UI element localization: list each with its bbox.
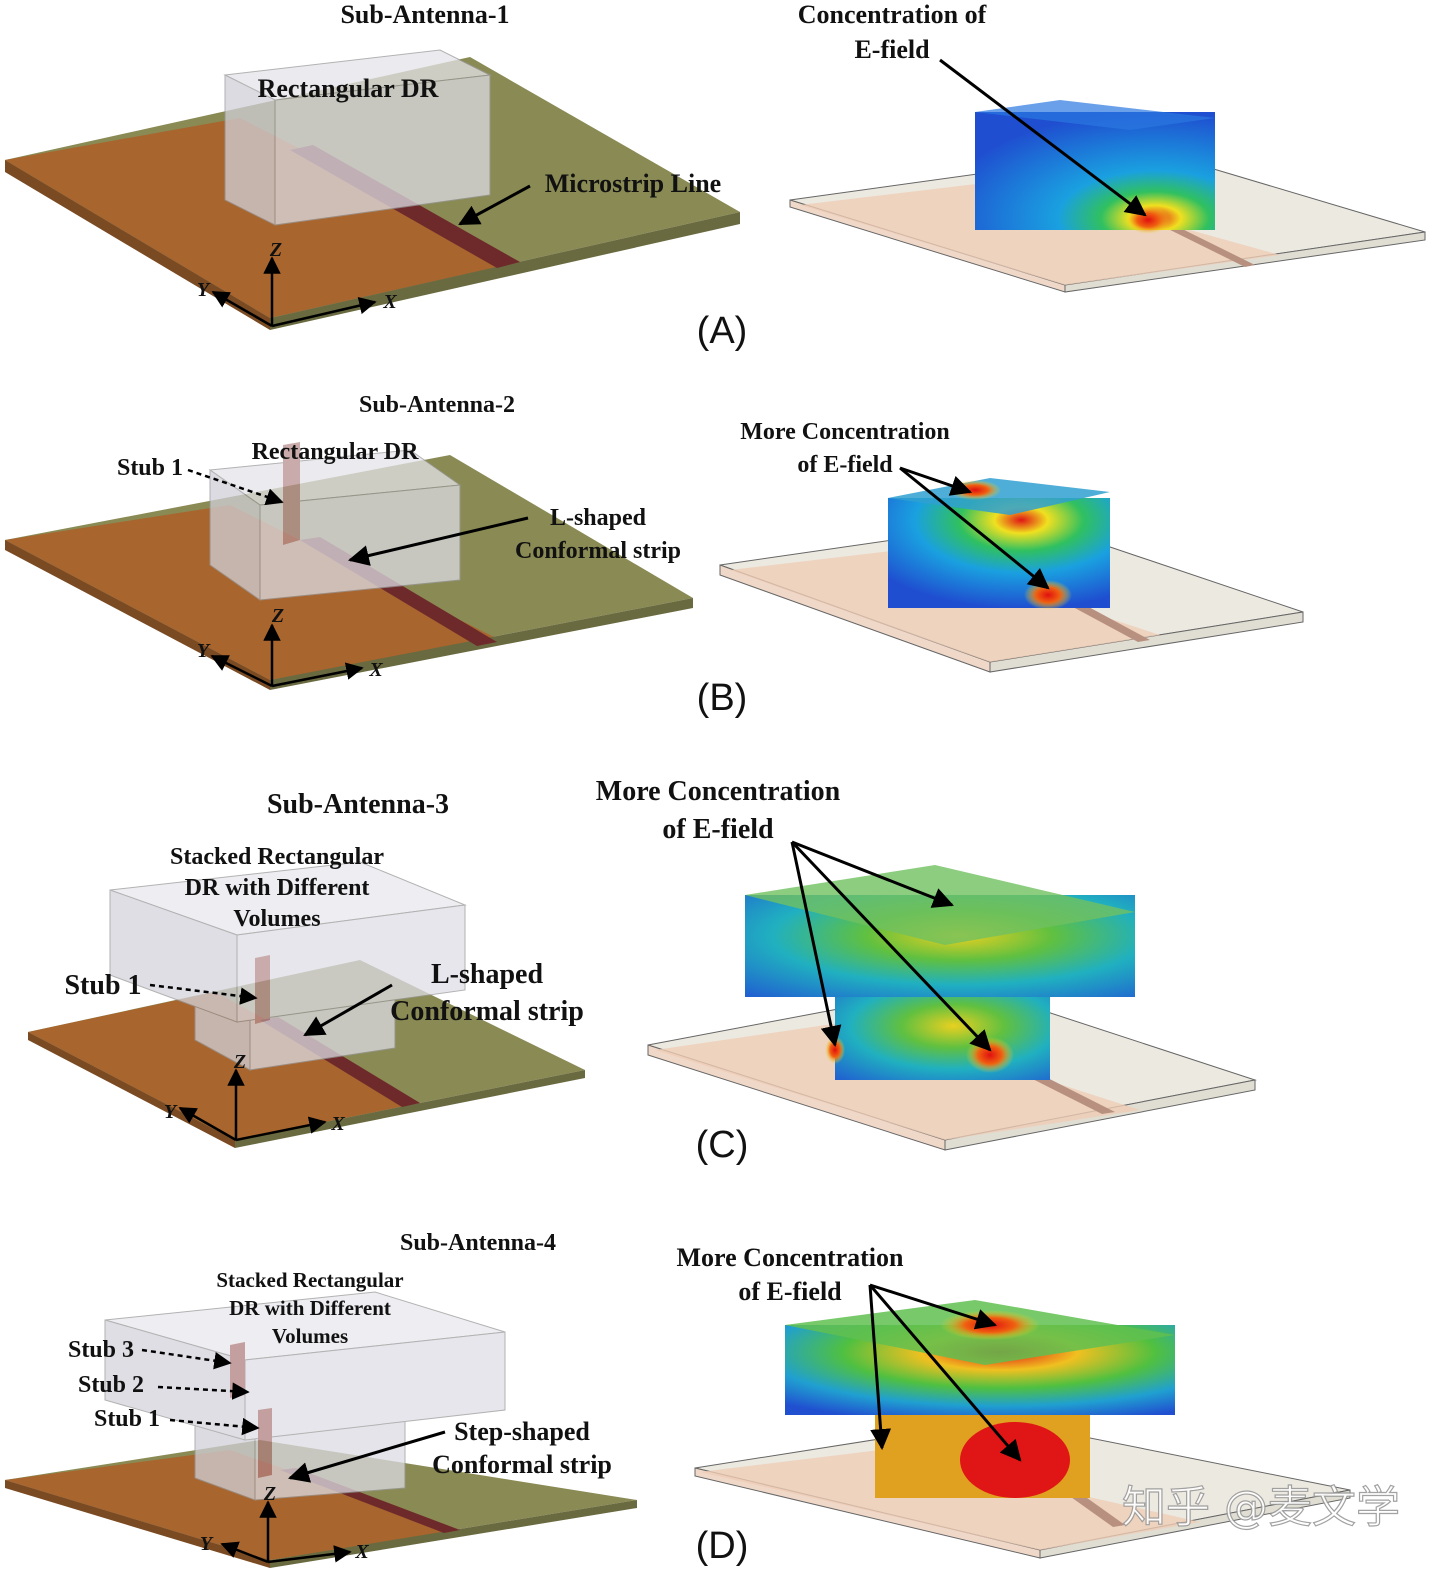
axis-z: Z bbox=[269, 239, 282, 261]
field-plot bbox=[789, 100, 1426, 293]
stub1-label: Stub 1 bbox=[94, 1406, 160, 1432]
sub-antenna-title: Sub-Antenna-4 bbox=[400, 1230, 556, 1256]
field-label-1: More Concentration bbox=[677, 1243, 905, 1272]
feed-arrow bbox=[458, 184, 531, 226]
dr-label: Rectangular DR bbox=[252, 439, 420, 465]
e-field-hotspot bbox=[949, 480, 1001, 500]
stub1-arrow bbox=[187, 468, 284, 506]
stub2-label: Stub 2 bbox=[78, 1372, 144, 1398]
field-arrow bbox=[868, 1284, 1022, 1462]
stub-3 bbox=[230, 1342, 245, 1398]
field-arrow bbox=[899, 466, 972, 496]
panel-letter: (B) bbox=[697, 677, 748, 719]
rectangular-dr bbox=[223, 49, 492, 226]
e-field-hotspot bbox=[966, 1037, 1014, 1073]
axes bbox=[220, 1500, 352, 1564]
feed-label: Microstrip Line bbox=[545, 169, 721, 198]
panel-d: Z X Y Sub-Antenna-4 Stacked Rectangular … bbox=[5, 1230, 1351, 1568]
e-field-volume-lower bbox=[835, 990, 1050, 1080]
axes bbox=[210, 623, 364, 688]
e-field-hotspot bbox=[1024, 580, 1072, 610]
panel-letter: (D) bbox=[696, 1525, 749, 1567]
axes bbox=[178, 1068, 327, 1142]
axis-y: Y bbox=[197, 640, 211, 662]
feed-label-1: Step-shaped bbox=[454, 1417, 590, 1446]
sub-antenna-title: Sub-Antenna-2 bbox=[359, 392, 515, 418]
field-arrow bbox=[939, 58, 1147, 217]
stub1-arrow bbox=[169, 1417, 260, 1436]
field-plot bbox=[647, 865, 1257, 1151]
axis-x: X bbox=[354, 1541, 369, 1563]
field-label-2: of E-field bbox=[662, 814, 774, 845]
dr-label-2: DR with Different bbox=[229, 1296, 391, 1320]
axis-x: X bbox=[368, 659, 383, 681]
stub-1 bbox=[255, 955, 270, 1024]
e-field-volume bbox=[888, 498, 1110, 608]
axis-x: X bbox=[330, 1113, 345, 1135]
e-field-hotspot bbox=[940, 1310, 1040, 1340]
axis-z: Z bbox=[233, 1051, 246, 1073]
sub-antenna-title: Sub-Antenna-3 bbox=[267, 789, 449, 820]
field-arrow bbox=[790, 840, 992, 1052]
axis-y: Y bbox=[200, 1533, 214, 1555]
stub2-arrow bbox=[157, 1382, 250, 1400]
sub-antenna-title: Sub-Antenna-1 bbox=[340, 0, 509, 29]
stub3-arrow bbox=[141, 1348, 232, 1370]
axes bbox=[211, 256, 377, 328]
panel-letter: (C) bbox=[696, 1124, 749, 1166]
stub1-label: Stub 1 bbox=[64, 970, 141, 1001]
stub3-label: Stub 3 bbox=[68, 1337, 134, 1363]
feed-label-2: Conformal strip bbox=[390, 996, 584, 1027]
dr-label-1: Stacked Rectangular bbox=[216, 1268, 403, 1292]
dr-label-3: Volumes bbox=[272, 1324, 348, 1348]
dr-label-3: Volumes bbox=[233, 906, 320, 932]
axis-z: Z bbox=[271, 605, 284, 627]
dr-label: Rectangular DR bbox=[258, 74, 439, 103]
field-arrow bbox=[899, 466, 1050, 590]
field-label-2: E-field bbox=[854, 35, 930, 64]
panel-c: Z X Y Sub-Antenna-3 Stacked Rectangular … bbox=[28, 776, 1257, 1166]
field-arrow bbox=[869, 1283, 998, 1330]
field-arrow bbox=[790, 841, 842, 1048]
axis-x: X bbox=[382, 291, 397, 313]
field-label-1: Concentration of bbox=[798, 0, 987, 29]
feed-label-2: Conformal strip bbox=[432, 1450, 612, 1479]
panel-b: Z X Y Sub-Antenna-2 Rectangular DR Stub … bbox=[5, 392, 1304, 719]
panel-letter: (A) bbox=[697, 310, 748, 352]
feed-label-2: Conformal strip bbox=[515, 538, 681, 564]
field-arrow bbox=[868, 1284, 892, 1451]
e-field-volume bbox=[975, 112, 1215, 230]
panel-a: Z X Y Sub-Antenna-1 Rectangular DR Micro… bbox=[5, 0, 1426, 352]
axis-y: Y bbox=[164, 1101, 178, 1123]
axis-y: Y bbox=[197, 279, 211, 301]
rectangular-dr bbox=[208, 442, 462, 601]
feed-arrow bbox=[347, 516, 529, 566]
field-label-2: of E-field bbox=[738, 1277, 842, 1306]
axis-z: Z bbox=[263, 1483, 276, 1505]
feed-label-1: L-shaped bbox=[550, 505, 647, 531]
field-plot bbox=[719, 478, 1304, 673]
dr-label-2: DR with Different bbox=[185, 875, 370, 901]
field-label-2: of E-field bbox=[797, 452, 893, 478]
field-arrow bbox=[791, 840, 954, 908]
field-plot bbox=[694, 1300, 1351, 1559]
field-label-1: More Concentration bbox=[596, 776, 841, 807]
stub-1 bbox=[258, 1408, 272, 1478]
stub-1 bbox=[283, 442, 300, 545]
watermark: 知乎 @麦文学 bbox=[1122, 1482, 1400, 1533]
feed-arrow bbox=[303, 983, 393, 1037]
feed-arrow bbox=[287, 1430, 446, 1483]
dr-label-1: Stacked Rectangular bbox=[170, 844, 384, 870]
stacked-dr bbox=[109, 861, 467, 1071]
feed-label-1: L-shaped bbox=[431, 959, 543, 990]
stub1-label: Stub 1 bbox=[117, 455, 183, 481]
field-label-1: More Concentration bbox=[740, 419, 950, 445]
e-field-hotspot bbox=[1126, 206, 1170, 234]
